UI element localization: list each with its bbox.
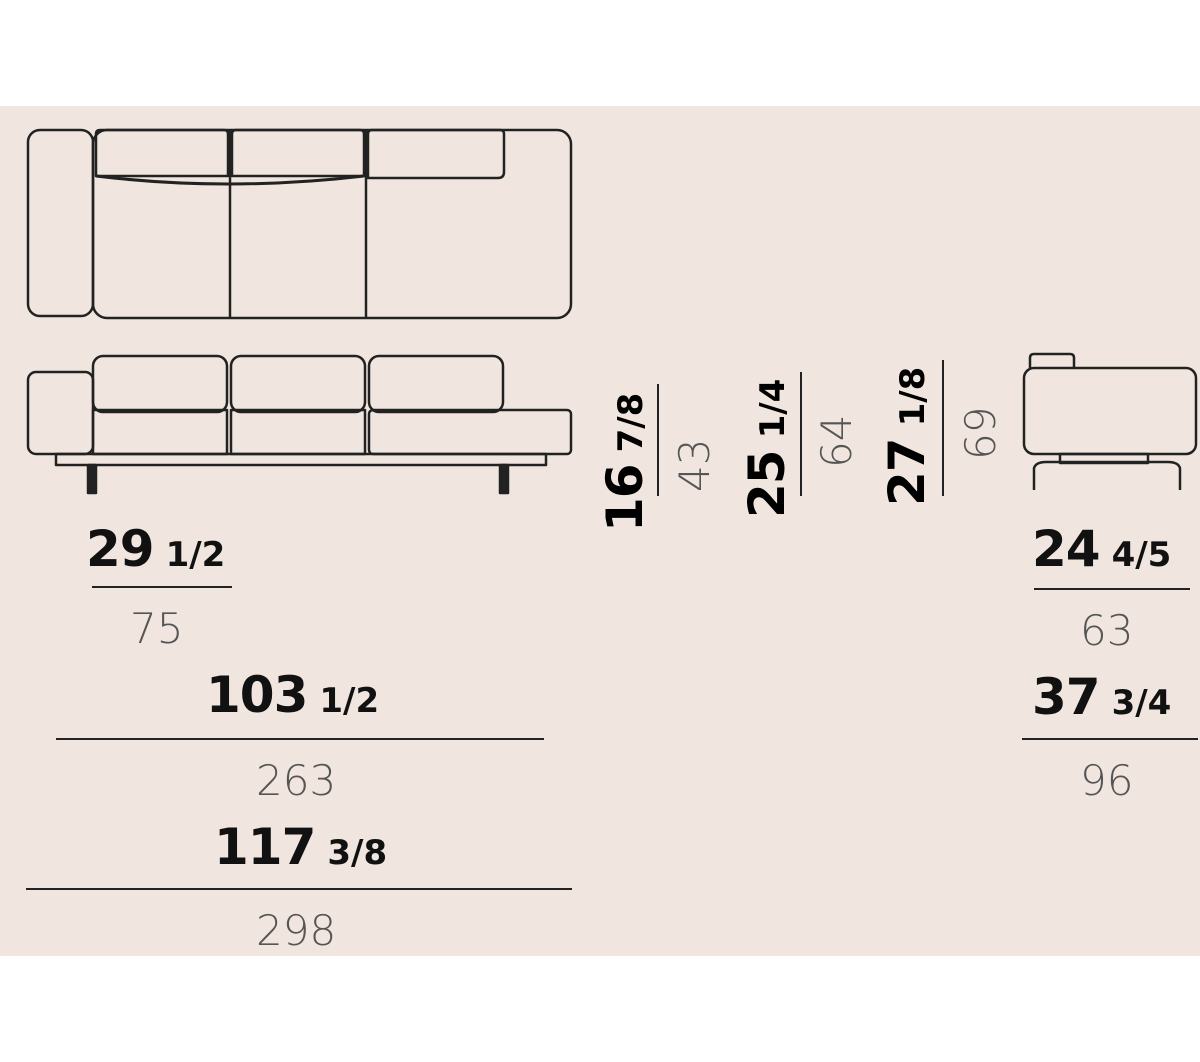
total-width-rule: [26, 888, 572, 890]
armrest-width-cm: 75: [130, 604, 184, 653]
top-back-cushion-2: [230, 128, 366, 178]
top-back-cushion-1: [94, 128, 230, 178]
front-back-cushion-2: [229, 354, 367, 414]
armrest-width-rule: [92, 586, 232, 588]
back-height-rule: [800, 372, 802, 496]
front-seat-cushion-2: [229, 408, 367, 456]
top-seat-frame: [91, 128, 573, 320]
seat-height-cm: 43: [670, 438, 719, 492]
front-seat-cushion-1: [91, 408, 229, 456]
sofa-top-view: [26, 128, 573, 320]
seat-width-cm: 263: [256, 756, 337, 805]
front-back-cushion-3: [367, 354, 505, 414]
total-width-cm: 298: [256, 906, 337, 955]
front-leg-right: [498, 463, 510, 495]
total-height-cm: 69: [956, 406, 1005, 460]
sofa-front-view: [26, 354, 573, 495]
front-back-cushion-1: [91, 354, 229, 414]
seat-depth-cm: 63: [1080, 606, 1134, 655]
total-height-inch: 271/8: [878, 366, 936, 506]
front-base: [54, 452, 548, 467]
sofa-side-view: [1022, 352, 1198, 490]
seat-height-rule: [657, 384, 659, 496]
front-leg-left: [86, 463, 98, 495]
side-body: [1022, 366, 1198, 456]
back-height-cm: 64: [812, 414, 861, 468]
side-legs: [1032, 460, 1182, 490]
front-armrest: [26, 370, 95, 456]
seat-width-rule: [56, 738, 544, 740]
top-back-cushion-3: [366, 128, 506, 180]
top-armrest: [26, 128, 95, 318]
front-seat-cushion-3: [367, 408, 573, 456]
back-height-inch: 251/4: [738, 378, 796, 518]
total-depth-cm: 96: [1080, 756, 1134, 805]
total-depth-rule: [1022, 738, 1198, 740]
total-height-rule: [942, 360, 944, 496]
seat-depth-rule: [1034, 588, 1190, 590]
seat-height-inch: 167/8: [596, 392, 654, 532]
top-back-seam: [95, 174, 365, 186]
side-back-cushion: [1028, 352, 1076, 368]
sofa-drawing: [26, 128, 1198, 495]
